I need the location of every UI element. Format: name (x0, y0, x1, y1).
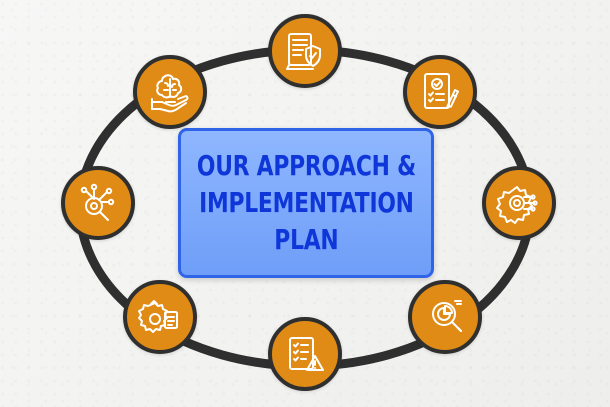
document-shield-icon (282, 28, 328, 74)
magnifier-chart-icon (422, 294, 468, 340)
brain-hand-icon (147, 69, 193, 115)
gear-circuit-node (482, 166, 556, 240)
brain-hand-node (133, 55, 207, 129)
magnifier-chart-node (408, 280, 482, 354)
gear-circuit-icon (496, 180, 542, 226)
central-title-box: OUR APPROACH & IMPLEMENTATION PLAN (178, 128, 434, 278)
search-network-icon (75, 180, 121, 226)
title-line-1: OUR APPROACH & (196, 149, 416, 182)
central-title: OUR APPROACH & IMPLEMENTATION PLAN (196, 148, 415, 258)
title-line-3: PLAN (273, 223, 339, 256)
gear-document-icon (137, 294, 183, 340)
warning-checklist-icon (282, 331, 328, 377)
checklist-pencil-icon (417, 69, 463, 115)
warning-checklist-node (268, 317, 342, 391)
title-line-2: IMPLEMENTATION (198, 186, 414, 219)
search-network-node (61, 166, 135, 240)
gear-document-node (123, 280, 197, 354)
document-shield-node (268, 14, 342, 88)
checklist-pencil-node (403, 55, 477, 129)
